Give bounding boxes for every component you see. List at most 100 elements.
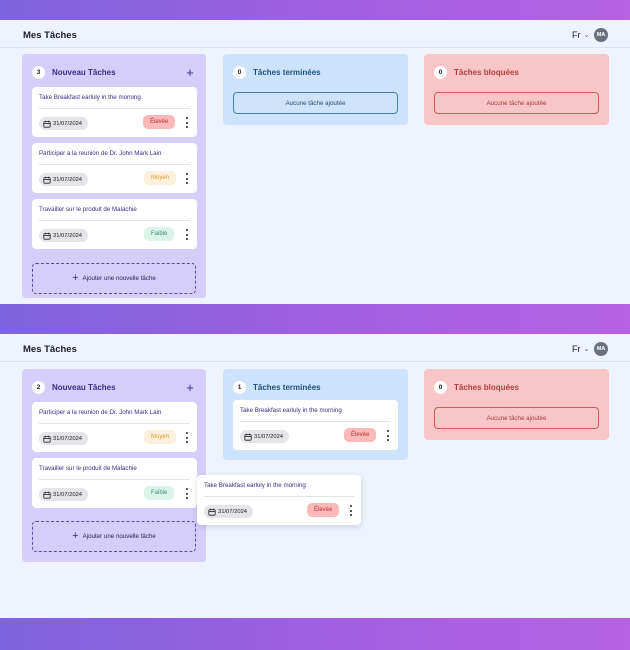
kebab-icon[interactable] <box>185 432 189 443</box>
due-date-chip: 31/07/2024 <box>39 229 89 242</box>
language-label: Fr <box>572 30 581 40</box>
task-title: Travailler sur le produit de Malachie <box>39 206 137 213</box>
task-count-badge: 1 <box>233 380 246 394</box>
task-count-badge: 0 <box>434 380 447 394</box>
priority-badge: Faible <box>144 486 175 500</box>
due-date-chip: 31/07/2024 <box>39 488 89 501</box>
divider <box>39 220 190 221</box>
task-title: Take Breakfast earluly in the morning <box>204 482 306 489</box>
task-title: Take Breakfast earluly in the morning <box>39 94 141 101</box>
calendar-icon <box>43 176 51 184</box>
plus-icon[interactable]: + <box>186 379 194 395</box>
kebab-icon[interactable] <box>185 488 189 499</box>
task-title: Participer a la reunion de Dr. John Mark… <box>39 150 162 157</box>
column-header: 0 Tâches bloquées <box>434 379 599 395</box>
add-task-label: Ajouter une nouvelle tâche <box>82 533 156 540</box>
due-date-chip: 31/07/2024 <box>39 173 89 186</box>
kebab-icon[interactable] <box>185 117 189 128</box>
calendar-icon <box>244 433 252 441</box>
column-header: 3 Nouveau Tâches + <box>32 64 196 80</box>
screen-2: Mes Tâches Fr ⌄ MA 2 Nouveau Tâches + Pa… <box>0 334 630 618</box>
priority-badge: Moyen <box>144 430 177 444</box>
divider <box>240 421 391 422</box>
due-date: 31/07/2024 <box>53 120 83 127</box>
task-title: Travailler sur le produit de Malachie <box>39 465 137 472</box>
calendar-icon <box>43 435 51 443</box>
kebab-icon[interactable] <box>185 229 189 240</box>
due-date: 31/07/2024 <box>53 232 83 239</box>
divider <box>39 479 190 480</box>
dragging-task-card[interactable]: Take Breakfast earluly in the morning 31… <box>197 475 361 525</box>
task-card[interactable]: Participer a la reunion de Dr. John Mark… <box>32 143 197 193</box>
divider <box>39 164 190 165</box>
due-date: 31/07/2024 <box>53 491 83 498</box>
priority-badge: Moyen <box>144 171 177 185</box>
task-count-badge: 2 <box>32 380 45 394</box>
priority-badge: Élevée <box>344 428 377 442</box>
column-header: 0 Tâches bloquées <box>434 64 599 80</box>
calendar-icon <box>43 120 51 128</box>
language-selector[interactable]: Fr ⌄ <box>572 344 589 354</box>
empty-state: Aucune tâche ajoutée <box>233 92 398 114</box>
column-header: 0 Tâches terminées <box>233 64 398 80</box>
due-date: 31/07/2024 <box>53 435 83 442</box>
add-task-label: Ajouter une nouvelle tâche <box>82 275 156 282</box>
page-title: Mes Tâches <box>23 344 77 355</box>
app-header: Mes Tâches Fr ⌄ MA <box>0 334 630 362</box>
column-title: Tâches terminées <box>253 67 321 77</box>
column-title: Nouveau Tâches <box>52 67 116 77</box>
add-task-button[interactable]: + Ajouter une nouvelle tâche <box>32 521 196 552</box>
task-count-badge: 0 <box>434 65 447 79</box>
due-date: 31/07/2024 <box>254 433 284 440</box>
task-card[interactable]: Take Breakfast earluly in the morning 31… <box>32 87 197 137</box>
task-title: Participer a la reunion de Dr. John Mark… <box>39 409 162 416</box>
chevron-down-icon: ⌄ <box>583 32 590 39</box>
due-date-chip: 31/07/2024 <box>240 430 290 443</box>
due-date-chip: 31/07/2024 <box>39 117 89 130</box>
kebab-icon[interactable] <box>185 173 189 184</box>
avatar[interactable]: MA <box>594 28 608 42</box>
task-title: Take Breakfast earluly in the morning <box>240 407 342 414</box>
column-title: Nouveau Tâches <box>52 382 116 392</box>
task-count-badge: 0 <box>233 65 246 79</box>
due-date-chip: 31/07/2024 <box>204 505 254 518</box>
avatar[interactable]: MA <box>594 342 608 356</box>
add-task-button[interactable]: + Ajouter une nouvelle tâche <box>32 263 196 294</box>
column-header: 1 Tâches terminées <box>233 379 398 395</box>
task-card[interactable]: Take Breakfast earluly in the morning 31… <box>233 400 398 450</box>
column-done-tasks: 1 Tâches terminées Take Breakfast earlul… <box>223 369 408 460</box>
column-blocked-tasks: 0 Tâches bloquées Aucune tâche ajoutée <box>424 369 609 440</box>
empty-state: Aucune tâche ajoutée <box>434 407 599 429</box>
divider <box>39 108 190 109</box>
column-new-tasks: 2 Nouveau Tâches + Participer a la reuni… <box>22 369 206 562</box>
screen-1: Mes Tâches Fr ⌄ MA 3 Nouveau Tâches + Ta… <box>0 20 630 304</box>
priority-badge: Faible <box>144 227 175 241</box>
plus-icon[interactable]: + <box>186 64 194 80</box>
column-title: Tâches terminées <box>253 382 321 392</box>
column-blocked-tasks: 0 Tâches bloquées Aucune tâche ajoutée <box>424 54 609 125</box>
column-done-tasks: 0 Tâches terminées Aucune tâche ajoutée <box>223 54 408 125</box>
chevron-down-icon: ⌄ <box>583 346 590 353</box>
task-card[interactable]: Participer a la reunion de Dr. John Mark… <box>32 402 197 452</box>
calendar-icon <box>208 508 216 516</box>
task-card[interactable]: Travailler sur le produit de Malachie 31… <box>32 458 197 508</box>
column-title: Tâches bloquées <box>454 382 519 392</box>
priority-badge: Élevée <box>143 115 176 129</box>
due-date-chip: 31/07/2024 <box>39 432 89 445</box>
column-title: Tâches bloquées <box>454 67 519 77</box>
priority-badge: Élevée <box>307 503 340 517</box>
calendar-icon <box>43 491 51 499</box>
kebab-icon[interactable] <box>386 430 390 441</box>
calendar-icon <box>43 232 51 240</box>
page-title: Mes Tâches <box>23 30 77 41</box>
empty-state: Aucune tâche ajoutée <box>434 92 599 114</box>
language-selector[interactable]: Fr ⌄ <box>572 30 589 40</box>
column-header: 2 Nouveau Tâches + <box>32 379 196 395</box>
due-date: 31/07/2024 <box>218 508 248 515</box>
column-new-tasks: 3 Nouveau Tâches + Take Breakfast earlul… <box>22 54 206 298</box>
kebab-icon[interactable] <box>349 505 353 516</box>
task-card[interactable]: Travailler sur le produit de Malachie 31… <box>32 199 197 249</box>
plus-icon: + <box>72 272 79 284</box>
due-date: 31/07/2024 <box>53 176 83 183</box>
app-header: Mes Tâches Fr ⌄ MA <box>0 20 630 48</box>
